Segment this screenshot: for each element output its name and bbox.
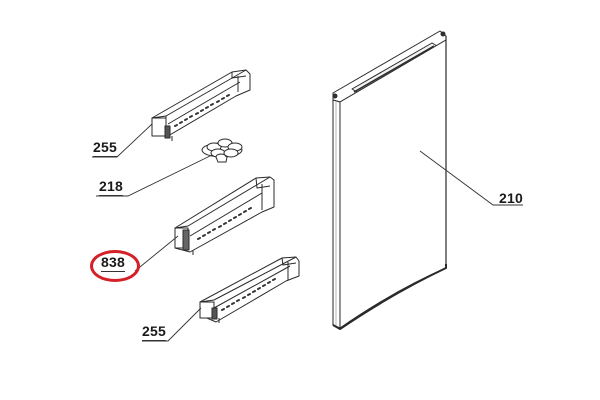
door-part — [332, 30, 447, 330]
part-label-255-top: 255 — [93, 139, 117, 157]
egg-tray-part — [201, 138, 243, 163]
top-shelf-part — [151, 69, 251, 141]
middle-shelf-part — [174, 176, 275, 255]
part-label-210: 210 — [499, 190, 523, 206]
leader-lines — [92, 123, 523, 342]
leader-218 — [96, 154, 213, 197]
leader-838 — [134, 235, 179, 272]
leader-210 — [419, 150, 523, 206]
part-label-218: 218 — [99, 178, 123, 196]
leader-255-top — [92, 123, 153, 158]
bottom-shelf-part — [199, 256, 300, 323]
highlight-ring-838 — [90, 250, 140, 282]
leader-255-bottom — [142, 307, 202, 342]
part-label-255-bottom: 255 — [142, 323, 166, 341]
